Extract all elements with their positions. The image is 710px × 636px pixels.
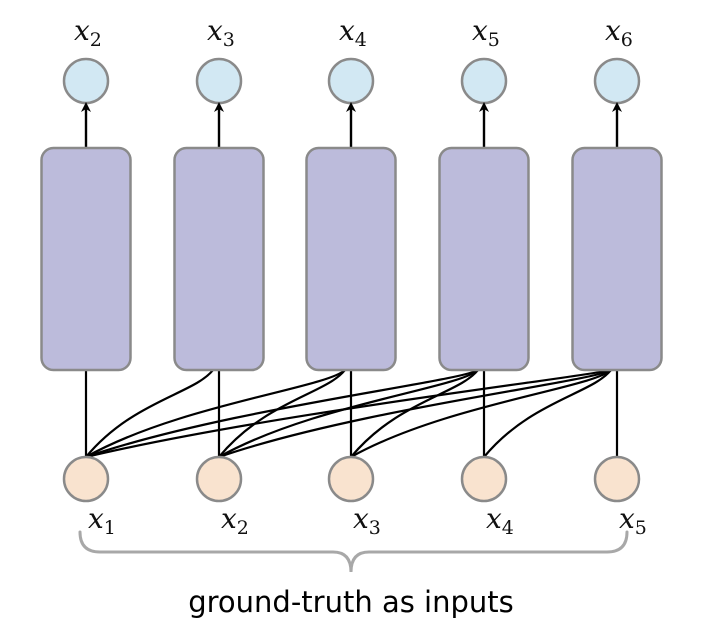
output-node — [327, 57, 375, 105]
input-label: x1 — [88, 502, 116, 539]
column-5: x6 x5 — [571, 14, 663, 539]
output-label: x6 — [605, 14, 633, 51]
input-node — [593, 455, 641, 503]
output-node — [195, 57, 243, 105]
column-1: x2 x1 — [40, 14, 132, 539]
input-label: x3 — [353, 502, 381, 539]
edge-input-1-to-block-3 — [85, 369, 346, 458]
edge-input-1-to-block-5 — [85, 368, 612, 459]
output-node — [62, 57, 110, 105]
input-node — [460, 455, 508, 503]
model-block — [438, 146, 530, 372]
edge-input-3-to-block-5 — [350, 369, 612, 458]
input-label: x2 — [221, 502, 249, 539]
model-block — [173, 146, 265, 372]
connection-edges — [84, 368, 619, 459]
curly-brace — [78, 530, 629, 573]
output-label: x5 — [472, 14, 500, 51]
model-block — [40, 146, 132, 372]
columns: x2 x1 x3 x2 x4 x3 x5 x4 x6 x5 — [40, 14, 663, 539]
column-2: x3 x2 — [173, 14, 265, 539]
output-label: x3 — [207, 14, 235, 51]
edge-input-1-to-block-2 — [85, 369, 214, 458]
model-block — [305, 146, 397, 372]
column-3: x4 x3 — [305, 14, 397, 539]
edge-input-4-to-block-5 — [483, 369, 612, 458]
edge-input-1-to-block-4 — [85, 369, 479, 459]
output-label: x4 — [339, 14, 367, 51]
input-node — [62, 455, 110, 503]
input-node — [195, 455, 243, 503]
output-node — [460, 57, 508, 105]
input-node — [327, 455, 375, 503]
column-4: x5 x4 — [438, 14, 530, 539]
edge-input-3-to-block-4 — [350, 369, 479, 458]
input-label: x4 — [486, 502, 514, 539]
edge-input-2-to-block-4 — [218, 369, 479, 458]
edge-input-2-to-block-5 — [218, 369, 612, 459]
input-label: x5 — [619, 502, 647, 539]
output-node — [593, 57, 641, 105]
output-label: x2 — [74, 14, 102, 51]
edge-input-2-to-block-3 — [218, 369, 346, 458]
caption-text: ground-truth as inputs — [188, 585, 514, 619]
model-block — [571, 146, 663, 372]
